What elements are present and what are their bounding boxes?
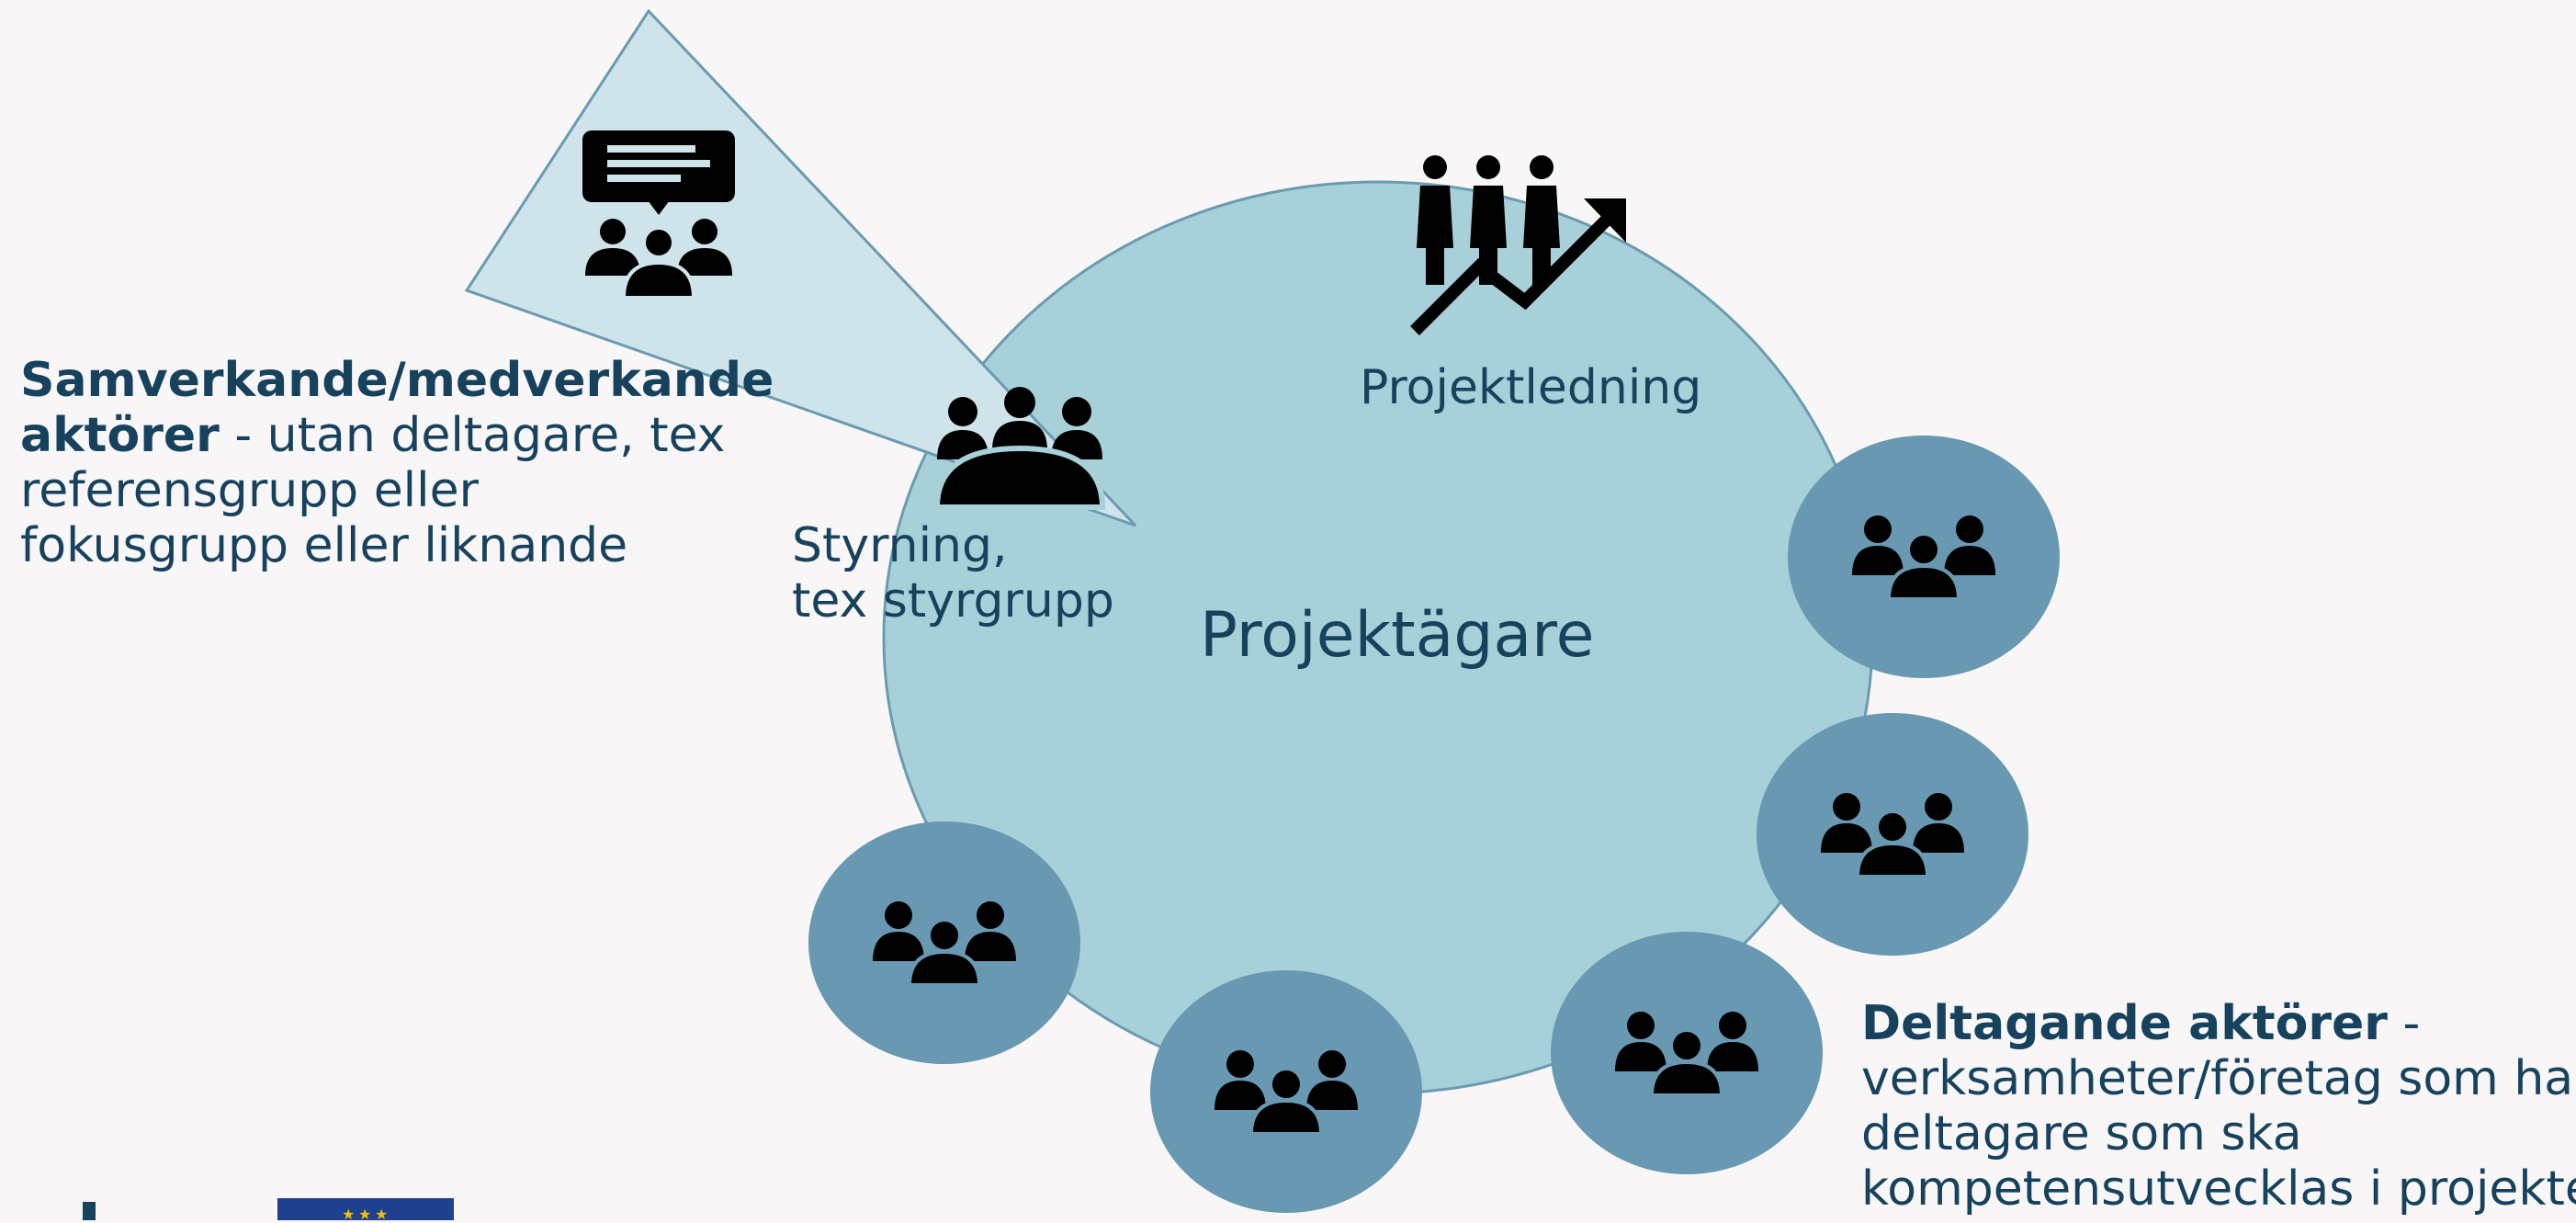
steering-label-line-2: tex styrgrupp: [792, 573, 1114, 628]
right-line-3-normal: deltagare som ska: [1861, 1106, 2302, 1161]
left-line-2: aktörer - utan deltagare, tex: [20, 408, 774, 463]
participant-circle-5: [808, 821, 1080, 1064]
left-line-1: Samverkande/medverkande: [20, 353, 774, 408]
left-line-1-bold: Samverkande/medverkande: [20, 353, 774, 408]
meeting-table-icon: [933, 387, 1106, 510]
participant-circle-1: [1788, 436, 2060, 678]
right-line-4-normal: kompetensutvecklas i projektet: [1861, 1161, 2576, 1217]
participant-circle-4: [1150, 970, 1422, 1213]
participant-circle-2: [1757, 713, 2028, 956]
steering-label: Styrning, tex styrgrupp: [792, 518, 1114, 628]
right-line-4: kompetensutvecklas i projektet: [1861, 1161, 2576, 1217]
management-label: Projektledning: [1360, 360, 1702, 415]
left-line-2-bold: aktörer: [20, 408, 220, 463]
logo-mark: [83, 1202, 96, 1220]
right-line-2: verksamheter/företag som har: [1861, 1051, 2576, 1106]
left-line-3: referensgrupp eller: [20, 463, 774, 518]
speech-bubble-group-icon: [582, 130, 735, 300]
right-line-3: deltagare som ska: [1861, 1106, 2576, 1161]
cooperating-actors-description: Samverkande/medverkande aktörer - utan d…: [20, 353, 774, 573]
right-line-1-bold: Deltagande aktörer: [1861, 996, 2388, 1051]
steering-label-line-1: Styrning,: [792, 518, 1008, 573]
eu-star-icon: ★: [375, 1206, 389, 1223]
right-line-1-normal: -: [2387, 996, 2421, 1051]
right-line-2-normal: verksamheter/företag som har: [1861, 1051, 2576, 1106]
right-line-1: Deltagande aktörer -: [1861, 996, 2576, 1051]
participating-actors-description: Deltagande aktörer - verksamheter/företa…: [1861, 996, 2576, 1217]
project-owner-label: Projektägare: [1200, 599, 1595, 672]
left-line-4-normal: fokusgrupp eller liknande: [20, 518, 628, 573]
eu-flag-logo: [277, 1198, 454, 1220]
left-line-3-normal: referensgrupp eller: [20, 463, 479, 518]
participant-circle-3: [1551, 932, 1823, 1174]
team-growth-icon: [1410, 155, 1626, 335]
left-line-2-normal: - utan deltagare, tex: [219, 408, 726, 463]
eu-star-icon: ★: [358, 1206, 372, 1223]
left-line-4: fokusgrupp eller liknande: [20, 518, 774, 573]
eu-star-icon: ★: [342, 1206, 356, 1223]
